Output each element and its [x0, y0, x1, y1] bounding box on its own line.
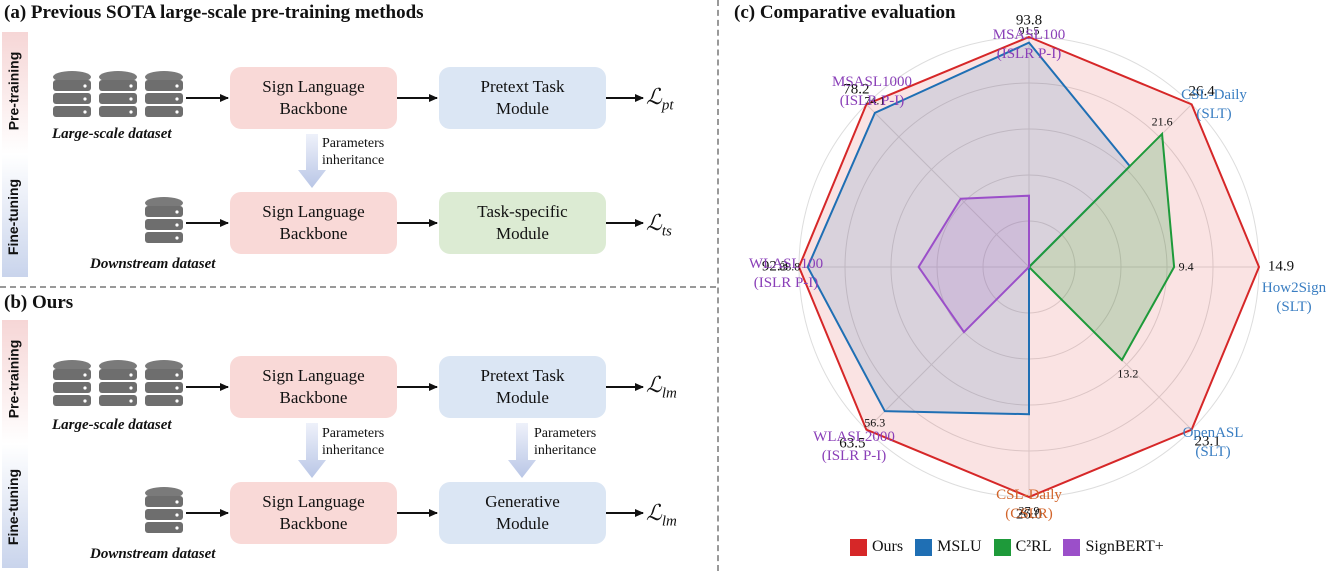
tick-label: 93.8 — [1015, 12, 1043, 29]
tick-label: 88.8 — [779, 259, 801, 274]
tick-label: 9.4 — [1178, 259, 1194, 274]
database-icon — [145, 360, 183, 406]
section-b-loss-lm-bottom: ℒlm — [646, 500, 677, 530]
section-a-task-specific-module: Task-specific Module — [439, 192, 606, 254]
section-b-generative-module: Generative Module — [439, 482, 606, 544]
legend-swatch-signbert — [1063, 538, 1081, 556]
tick-label: 91.5 — [1018, 23, 1040, 38]
database-icon — [145, 197, 183, 243]
legend-label-mslu: MSLU — [937, 538, 982, 555]
series-c2rl-polygon — [1027, 131, 1176, 362]
diagram-arrows-layer — [53, 71, 644, 533]
section-a-loss-pt: ℒpt — [646, 84, 674, 114]
tick-label: 56.3 — [864, 415, 886, 430]
section-b-backbone-top: Sign Language Backbone — [230, 356, 397, 418]
chart-legend: Ours MSLU C²RL SignBERT+ — [850, 538, 1164, 556]
section-b-inheritance-label-right: Parameters inheritance — [534, 426, 597, 458]
database-icon — [53, 360, 91, 406]
section-b-loss-lm-top: ℒlm — [646, 372, 677, 402]
tick-label: 26.4 — [1188, 83, 1215, 100]
inheritance-arrow-a — [298, 134, 326, 188]
database-icon — [145, 71, 183, 117]
axis-label: CSL-Daily (SLT) — [1181, 87, 1247, 122]
tick-label: 13.2 — [1117, 366, 1139, 381]
inheritance-arrow-b-left — [298, 423, 326, 478]
axis-label: MSASL100 (ISLR P-I) — [992, 27, 1066, 62]
legend-label-c2rl: C²RL — [1015, 538, 1052, 555]
database-icon — [145, 487, 183, 533]
section-a-pretext-module: Pretext Task Module — [439, 67, 606, 129]
tick-label: 14.9 — [1267, 258, 1295, 275]
axis-label: WLASL2000 (ISLR P-I) — [813, 429, 895, 464]
database-icon — [99, 71, 137, 117]
legend-label-ours: Ours — [872, 538, 904, 555]
section-a-title: (a) Previous SOTA large-scale pre-traini… — [4, 2, 424, 23]
section-a-large-dataset-label: Large-scale dataset — [52, 126, 172, 142]
section-b-title: (b) Ours — [4, 292, 74, 313]
tick-label: 23.1 — [1194, 433, 1221, 450]
chart-title: (c) Comparative evaluation — [734, 2, 956, 23]
section-b-side-bar — [2, 320, 28, 568]
tick-label: 27.9 — [1018, 503, 1040, 518]
radar-chart — [797, 35, 1261, 499]
tick-label: 26.0 — [1015, 506, 1043, 523]
section-a-backbone-bottom: Sign Language Backbone — [230, 192, 397, 254]
axis-label: How2Sign (SLT) — [1261, 280, 1327, 315]
grid-spoke — [866, 104, 1030, 268]
legend-swatch-c2rl — [993, 538, 1011, 556]
tick-label: 78.2 — [843, 81, 870, 98]
axis-label: OpenASL (SLT) — [1182, 425, 1244, 460]
legend-swatch-ours — [850, 538, 867, 556]
database-icon — [99, 360, 137, 406]
section-a-inheritance-label: Parameters inheritance — [322, 136, 385, 168]
section-b-backbone-bottom: Sign Language Backbone — [230, 482, 397, 544]
section-b-downstream-dataset-label: Downstream dataset — [90, 546, 216, 562]
tick-label: 92.3 — [761, 258, 789, 275]
tick-label: 74.1 — [864, 93, 886, 108]
series-signbert-polygon — [917, 194, 1030, 334]
legend-label-signbert: SignBERT+ — [1085, 538, 1164, 555]
section-a-loss-ts: ℒts — [646, 210, 672, 240]
tick-label: 63.5 — [839, 435, 866, 452]
legend-swatch-mslu — [915, 538, 933, 556]
section-a-backbone-top: Sign Language Backbone — [230, 67, 397, 129]
section-b-large-dataset-label: Large-scale dataset — [52, 417, 172, 433]
section-a-downstream-dataset-label: Downstream dataset — [90, 256, 216, 272]
inheritance-arrow-b-right — [508, 423, 536, 478]
section-b-pretext-module: Pretext Task Module — [439, 356, 606, 418]
axis-label: MSASL1000 (ISLR P-I) — [831, 74, 913, 109]
section-b-inheritance-label-left: Parameters inheritance — [322, 426, 385, 458]
axis-label: WLASL100 (ISLR P-I) — [748, 256, 824, 291]
horizontal-divider — [0, 286, 716, 288]
tick-label: 21.6 — [1151, 114, 1173, 129]
axis-label: CSL-Daily (CSLR) — [996, 487, 1062, 522]
database-icon — [53, 71, 91, 117]
section-a-side-bar — [2, 32, 28, 277]
vertical-divider — [717, 0, 719, 571]
